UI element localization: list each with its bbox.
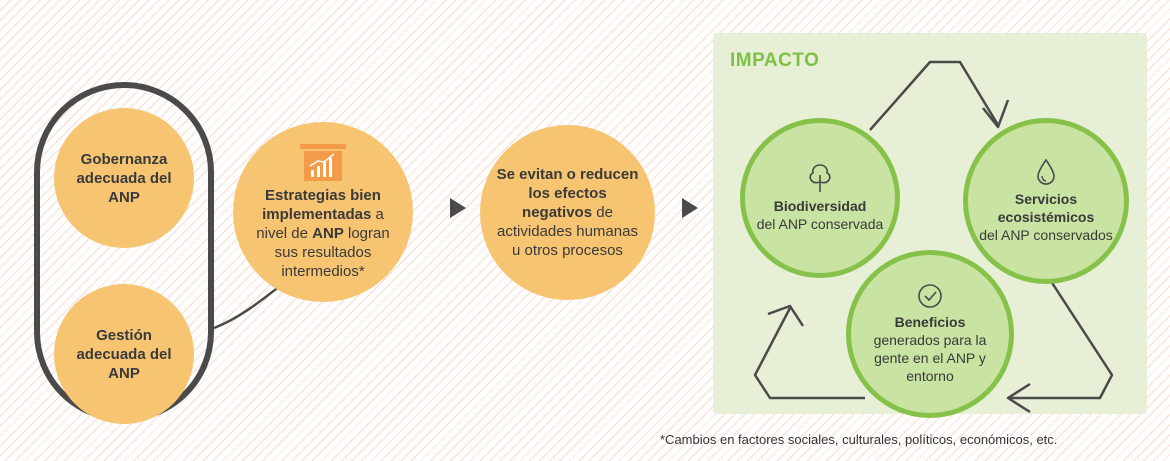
benefits-text: generados para la gente en el ANP y ento… [873,332,987,384]
governance-circle: Gobernanza adecuada del ANP [54,108,194,248]
effects-rest: de actividades humanas u otros procesos [497,204,638,259]
cycle-arrow-left-head [767,304,805,327]
strategies-text: Estrategias bien implementadas a nivel d… [245,186,401,281]
biodiversity-text: del ANP conservada [756,216,884,232]
water-drop-icon [1037,158,1055,185]
effects-bold: Se evitan o reducen los efectos negativo… [496,166,639,221]
services-bold: Servicios ecosistémicos [997,191,1095,225]
benefits-circle: Beneficios generados para la gente en el… [846,250,1014,418]
biodiversity-circle: Biodiversidad del ANP conservada [740,118,900,278]
growth-chart-icon [300,143,346,181]
benefits-bold: Beneficios [894,314,966,330]
arrow-to-effects [450,198,466,218]
impact-title: IMPACTO [730,50,820,71]
biodiversity-bold: Biodiversidad [773,198,867,214]
effects-circle: Se evitan o reducen los efectos negativo… [480,125,655,300]
management-circle: Gestión adecuada del ANP [54,284,194,424]
cycle-arrow-right [1010,271,1114,400]
cycle-arrow-left [753,307,865,400]
strategies-text-1: a nivel de [256,205,384,242]
cycle-arrow-top-head [982,99,1010,129]
footnote: *Cambios en factores sociales, culturale… [660,432,1058,447]
governance-label: Gobernanza adecuada del ANP [76,150,172,206]
cycle-arrow-top [869,60,1000,131]
services-circle: Servicios ecosistémicos del ANP conserva… [963,118,1129,284]
strategies-bold-1: Estrategias bien implementadas [262,186,381,223]
strategies-text-2: logran sus resultados intermedios* [274,224,390,280]
check-circle-icon [918,284,942,308]
strategies-bold-2: ANP [312,224,344,242]
cycle-arrow-right-head [1006,382,1031,414]
strategies-circle: Estrategias bien implementadas a nivel d… [233,122,413,302]
management-label: Gestión adecuada del ANP [76,326,172,382]
tree-icon [809,164,831,192]
effects-text: Se evitan o reducen los efectos negativo… [496,165,639,260]
arrow-to-impact [682,198,698,218]
services-text: del ANP conservados [979,227,1113,243]
